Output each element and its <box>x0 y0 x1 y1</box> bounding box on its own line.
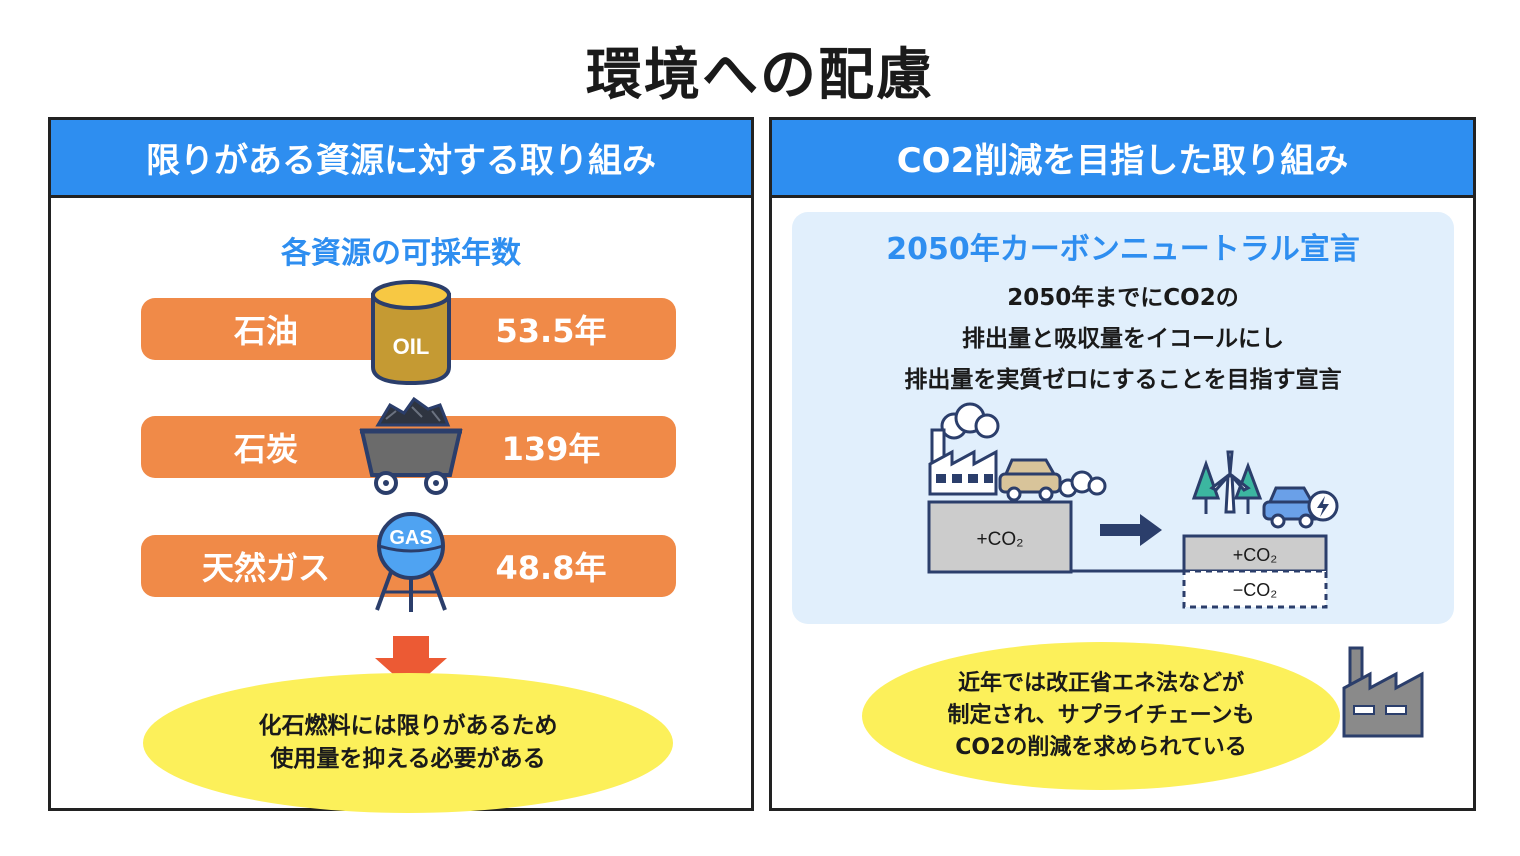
gas-tank-icon: GAS <box>375 512 447 612</box>
carbon-balance-diagram: +CO₂ <box>927 402 1339 609</box>
wind-turbine-icon <box>1209 450 1251 514</box>
resource-name: 天然ガス <box>201 549 330 587</box>
down-arrow-icon <box>375 636 447 690</box>
resources-panel-header: 限りがある資源に対する取り組み <box>51 120 751 198</box>
reduced-emission-block <box>1182 534 1328 573</box>
smoke-icon <box>940 402 1000 440</box>
declaration-line: 2050年までにCO2の <box>1007 285 1239 311</box>
note-line: 近年では改正省エネ法などが <box>957 671 1244 697</box>
resource-years-subtitle: 各資源の可採年数 <box>281 236 521 271</box>
gas-icon-label: GAS <box>389 527 432 549</box>
exhaust-icon <box>1058 470 1107 498</box>
declaration-line: 排出量と吸収量をイコールにし <box>962 326 1284 352</box>
carbon-neutral-declaration: 2050年カーボンニュートラル宣言 2050年までにCO2の 排出量と吸収量をイ… <box>792 212 1454 624</box>
declaration-text: 2050年までにCO2の 排出量と吸収量をイコールにし 排出量を実質ゼロにするこ… <box>792 278 1454 401</box>
resource-name: 石油 <box>233 312 298 350</box>
declaration-title: 2050年カーボンニュートラル宣言 <box>886 232 1360 267</box>
absorption-block <box>1182 569 1328 609</box>
page-title: 環境への配慮 <box>586 43 934 108</box>
absorption-label: −CO₂ <box>1233 580 1278 600</box>
note-line: CO2の削減を求められている <box>955 734 1247 760</box>
coal-cart-icon <box>359 396 463 495</box>
resources-panel: 限りがある資源に対する取り組み 各資源の可採年数 石油 53.5年 OIL 石炭… <box>48 117 754 813</box>
oil-icon-label: OIL <box>393 334 430 359</box>
emission-label: +CO₂ <box>977 529 1024 550</box>
charging-bolt-icon <box>1307 490 1339 522</box>
declaration-line: 排出量を実質ゼロにすることを目指す宣言 <box>904 367 1342 393</box>
emission-block <box>927 500 1073 574</box>
regulation-note: 近年では改正省エネ法などが 制定され、サプライチェーンも CO2の削減を求められ… <box>862 642 1340 790</box>
fossil-fuel-note: 化石燃料には限りがあるため 使用量を抑える必要がある <box>143 673 673 813</box>
oil-barrel-icon: OIL <box>371 280 451 386</box>
tree-icon <box>1233 461 1263 514</box>
resource-name: 石炭 <box>233 430 298 468</box>
right-arrow-icon <box>1100 514 1162 546</box>
co2-panel: CO2削減を目指した取り組み 2050年カーボンニュートラル宣言 2050年まで… <box>769 117 1476 811</box>
reduced-emission-label: +CO₂ <box>1233 545 1278 565</box>
note-line: 使用量を抑える必要がある <box>270 746 546 772</box>
factory-icon <box>1342 646 1424 738</box>
electric-car-icon <box>1262 486 1322 529</box>
co2-panel-header: CO2削減を目指した取り組み <box>772 120 1473 198</box>
resource-years: 139年 <box>501 430 601 468</box>
note-line: 化石燃料には限りがあるため <box>258 712 558 739</box>
car-icon <box>998 458 1062 502</box>
resource-years: 53.5年 <box>495 312 607 350</box>
factory-building-icon <box>928 428 998 496</box>
note-line: 制定され、サプライチェーンも <box>947 703 1255 729</box>
resource-years: 48.8年 <box>495 549 607 587</box>
